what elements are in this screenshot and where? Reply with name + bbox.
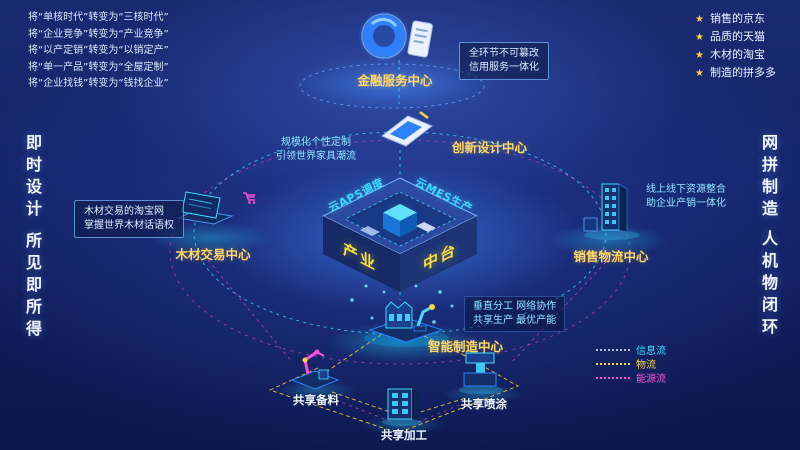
wood-note-line2: 掌握世界木材话语权 xyxy=(84,220,174,231)
transform-item: 将“单一产品”转变为“全屋定制” xyxy=(28,61,169,73)
legend-energy-flow: 能源流 xyxy=(596,372,666,385)
design-tablet-icon xyxy=(381,111,433,147)
legend-info-flow: 信息流 xyxy=(596,344,666,357)
finance-glow xyxy=(292,56,492,112)
right-slogan-2: 人机物闭环 xyxy=(759,230,778,340)
advantage-label: 制造的拼多多 xyxy=(710,66,776,79)
star-icon: ★ xyxy=(695,68,704,79)
shared-prep-label: 共享备料 xyxy=(293,393,339,407)
right-slogan-1: 网拼制造 xyxy=(759,134,778,222)
star-icon: ★ xyxy=(695,14,704,25)
energy-flow-ring xyxy=(169,139,631,365)
logistics-center-label: 销售物流中心 xyxy=(573,249,649,264)
legend-label: 物流 xyxy=(636,360,656,371)
particle-dots xyxy=(350,284,454,324)
wood-laptop-icon xyxy=(176,191,234,225)
shared-paint-label: 共享喷涂 xyxy=(461,397,507,411)
wood-note: 木材交易的淘宝网 掌握世界木材话语权 xyxy=(74,200,184,238)
shared-paint-press-icon xyxy=(459,352,503,394)
finance-note-line1: 全环节不可篡改 xyxy=(469,48,539,59)
legend-label: 信息流 xyxy=(636,346,666,357)
energy-flow-path xyxy=(207,259,607,423)
center-platform xyxy=(321,177,479,292)
advantage-item: ★ 制造的拼多多 xyxy=(695,64,776,82)
transform-item: 将“企业找钱”转变为“钱找企业” xyxy=(28,78,169,89)
energy-flow-line-icon xyxy=(596,376,630,379)
advantage-label: 品质的天猫 xyxy=(710,30,765,43)
factory-icon xyxy=(364,301,448,347)
left-slogan-2: 所见即所得 xyxy=(23,232,42,342)
legend-goods-flow: 物流 xyxy=(596,358,666,371)
manufacturing-note-line1: 垂直分工 网络协作 xyxy=(473,301,557,312)
transform-list: 将“单核时代”转变为“三核时代” 将“企业竞争”转变为“产业竞争” 将“以产定销… xyxy=(28,10,258,93)
finance-note: 全环节不可篡改 信用服务一体化 xyxy=(459,42,549,80)
advantage-item: ★ 品质的天猫 xyxy=(695,28,776,46)
logistics-note: 线上线下资源整合 助企业产销一体化 xyxy=(646,183,726,211)
finance-center-label: 金融服务中心 xyxy=(357,73,433,88)
design-note-line2: 引领世界家具潮流 xyxy=(276,151,356,162)
logistics-building-icon xyxy=(583,183,640,240)
logistics-note-line2: 助企业产销一体化 xyxy=(646,198,726,209)
design-center-label: 创新设计中心 xyxy=(452,140,528,155)
finance-note-line2: 信用服务一体化 xyxy=(469,62,539,73)
advantage-list: ★ 销售的京东 ★ 品质的天猫 ★ 木材的淘宝 ★ 制造的拼多多 xyxy=(695,10,776,82)
manufacturing-note-line2: 共享生产 最优产能 xyxy=(473,315,557,326)
transform-item: 将“单核时代”转变为“三核时代” xyxy=(28,12,169,23)
left-slogan-1: 即时设计 xyxy=(23,134,42,222)
shared-prep-arm-icon xyxy=(290,349,340,390)
design-note: 规模化个性定制 引领世界家具潮流 xyxy=(256,136,376,164)
credit-card-icon xyxy=(407,20,433,58)
legend-label: 能源流 xyxy=(636,374,666,385)
advantage-label: 木材的淘宝 xyxy=(710,48,765,61)
star-icon: ★ xyxy=(695,32,704,43)
transform-item: 将“以产定销”转变为“以销定产” xyxy=(28,45,169,56)
shared-process-machine-icon xyxy=(382,388,422,426)
transform-item: 将“企业竞争”转变为“产业竞争” xyxy=(28,28,169,40)
finance-orbit-ring xyxy=(299,63,485,109)
advantage-item: ★ 销售的京东 xyxy=(695,10,776,28)
design-note-line1: 规模化个性定制 xyxy=(281,137,351,148)
finance-ring-icon xyxy=(359,11,433,61)
manufacturing-center-label: 智能制造中心 xyxy=(428,339,504,354)
star-icon: ★ xyxy=(695,50,704,61)
wood-note-line1: 木材交易的淘宝网 xyxy=(84,206,164,217)
logistics-flow-path xyxy=(268,333,520,434)
legend: 信息流 物流 能源流 xyxy=(596,344,666,386)
vertical-links xyxy=(398,60,401,300)
shared-process-label: 共享加工 xyxy=(381,428,427,442)
info-flow-line-icon xyxy=(596,348,630,351)
manufacturing-note: 垂直分工 网络协作 共享生产 最优产能 xyxy=(464,296,566,332)
goods-flow-line-icon xyxy=(596,362,630,365)
cart-icon xyxy=(243,192,256,204)
wood-center-label: 木材交易中心 xyxy=(175,247,251,262)
advantage-label: 销售的京东 xyxy=(710,12,765,25)
advantage-item: ★ 木材的淘宝 xyxy=(695,46,776,64)
robot-arm-icon xyxy=(416,305,433,327)
logistics-note-line1: 线上线下资源整合 xyxy=(646,184,726,195)
